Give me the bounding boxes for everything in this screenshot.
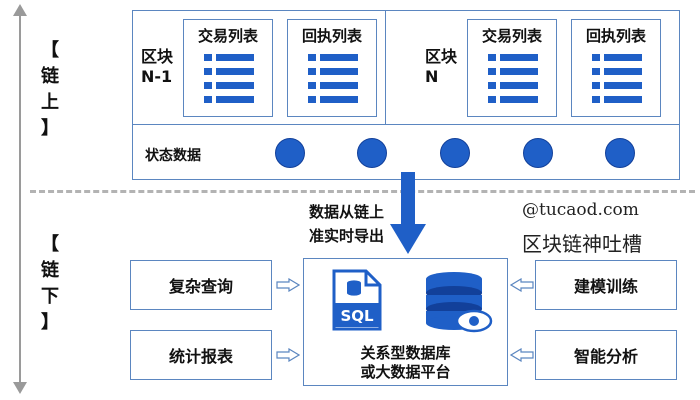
vertical-axis-line: [19, 12, 21, 386]
state-data-dot: [605, 138, 635, 168]
arrow-left-icon: [510, 348, 534, 362]
smart-analysis-label: 智能分析: [573, 347, 638, 366]
modeling-box: 建模训练: [535, 260, 677, 310]
state-data-dot: [275, 138, 305, 168]
smart-analysis-box: 智能分析: [535, 330, 677, 380]
stat-report-label: 统计报表: [168, 347, 233, 366]
side-label-char: 链: [41, 260, 59, 281]
side-label-char: 【: [41, 40, 59, 61]
database-eye-icon: [426, 272, 493, 333]
state-data-dot: [523, 138, 553, 168]
block-n-minus-1-label: 区块 N-1: [141, 47, 173, 87]
side-label-char: 上: [41, 92, 59, 113]
sync-line2: 准实时导出: [308, 227, 384, 245]
tx-list-title: 交易列表: [197, 27, 258, 45]
arrow-right-icon: [276, 278, 300, 292]
platform-line1: 关系型数据库: [360, 344, 451, 362]
side-label-char: 下: [41, 286, 59, 307]
sync-down-arrow-icon: [390, 172, 426, 254]
platform-label: 关系型数据库 或大数据平台: [304, 344, 507, 382]
chain-separator: [30, 190, 695, 193]
sync-line1: 数据从链上: [308, 203, 384, 221]
on-chain-label-text: 【链上】: [36, 38, 64, 142]
list-icon: [488, 54, 538, 103]
axis-arrow-up-icon: [13, 4, 27, 16]
list-icon: [308, 54, 358, 103]
arrow-right-icon: [276, 348, 300, 362]
watermark-title: 区块链神吐槽: [522, 232, 642, 256]
on-chain-label: 【链上】: [36, 38, 64, 142]
receipt-list-box: 回执列表: [571, 19, 661, 117]
block-label-line1: 区块: [141, 47, 174, 66]
state-data-label: 状态数据: [145, 148, 201, 164]
tx-list-title: 交易列表: [481, 27, 542, 45]
sql-label: SQL: [340, 307, 374, 325]
off-chain-label-text: 【链下】: [36, 232, 64, 336]
side-label-char: 链: [41, 66, 59, 87]
list-icon: [204, 54, 254, 103]
stat-report-box: 统计报表: [130, 330, 272, 380]
sql-file-icon: SQL: [332, 269, 382, 331]
block-n-label: 区块 N: [425, 47, 457, 87]
block-label-line2: N: [425, 67, 439, 86]
tx-list-box: 交易列表: [467, 19, 557, 117]
state-data-dot: [440, 138, 470, 168]
complex-query-label: 复杂查询: [168, 277, 233, 296]
platform-line2: 或大数据平台: [360, 363, 451, 381]
receipt-list-title: 回执列表: [301, 27, 362, 45]
modeling-label: 建模训练: [573, 277, 638, 296]
tx-list-box: 交易列表: [183, 19, 273, 117]
list-icon: [592, 54, 642, 103]
block-divider: [385, 11, 386, 124]
state-row-separator: [133, 124, 679, 125]
off-chain-label: 【链下】: [36, 232, 64, 336]
axis-arrow-down-icon: [13, 382, 27, 394]
side-label-char: 】: [41, 118, 59, 139]
block-label-line2: N-1: [141, 67, 173, 86]
side-label-char: 】: [41, 312, 59, 333]
receipt-list-box: 回执列表: [287, 19, 377, 117]
watermark-handle: @tucaod.com: [522, 200, 639, 220]
data-platform-box: SQL 关系型数据库 或大数据平台: [303, 258, 508, 386]
block-label-line1: 区块: [425, 47, 458, 66]
on-chain-area: 区块 N-1 交易列表 回执列表 区块 N 交易列表: [132, 10, 680, 180]
complex-query-box: 复杂查询: [130, 260, 272, 310]
side-label-char: 【: [41, 234, 59, 255]
arrow-left-icon: [510, 278, 534, 292]
sync-description: 数据从链上 准实时导出: [268, 200, 384, 248]
state-data-dot: [357, 138, 387, 168]
receipt-list-title: 回执列表: [585, 27, 646, 45]
